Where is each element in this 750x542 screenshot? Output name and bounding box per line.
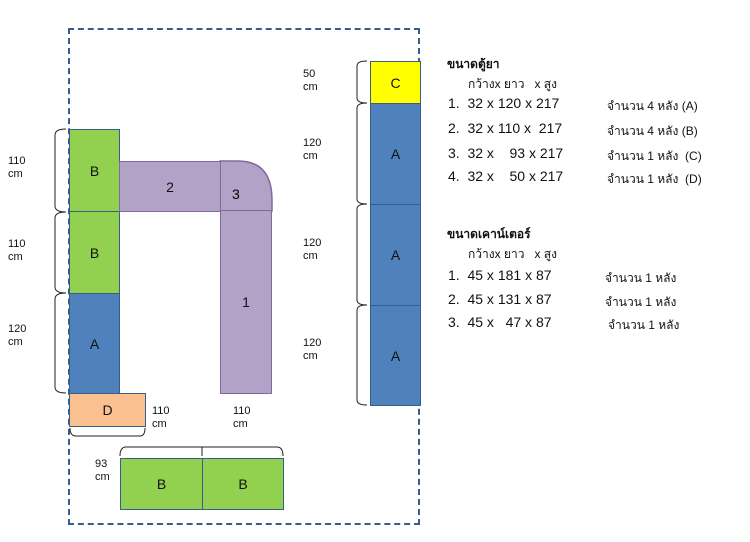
qty: จำนวน 4 หลัง (B) xyxy=(607,124,698,138)
cabinet-b[interactable]: B xyxy=(202,458,284,510)
cabinet-c[interactable]: C xyxy=(370,61,421,104)
counter-1[interactable]: 1 xyxy=(220,210,272,394)
bracket-a-r2 xyxy=(356,203,368,306)
list-item: 3. 32 x 93 x 217 xyxy=(448,145,564,161)
counter-corner xyxy=(219,160,273,212)
cabinet-a[interactable]: A xyxy=(370,204,421,306)
list-item: 2. 45 x 131 x 87 xyxy=(448,291,552,307)
cabinet-b[interactable]: B xyxy=(69,211,120,294)
cabinet-a[interactable]: A xyxy=(69,293,120,394)
cabinet-a[interactable]: A xyxy=(370,305,421,406)
qty: จำนวน 1 หลัง (D) xyxy=(607,172,702,186)
list-item: 2. 32 x 110 x 217 xyxy=(448,120,563,136)
list-item: 4. 32 x 50 x 217 xyxy=(448,168,564,184)
list-item: 1. 32 x 120 x 217 xyxy=(448,95,560,111)
bracket-a-r3 xyxy=(356,304,368,406)
qty: จำนวน 4 หลัง (A) xyxy=(607,99,698,113)
qty: จำนวน 1 หลัง xyxy=(608,318,680,332)
bracket-b2 xyxy=(54,211,67,294)
qty: จำนวน 1 หลัง xyxy=(605,295,677,309)
counter-2[interactable]: 2 xyxy=(119,161,221,212)
bracket-bottom xyxy=(119,446,284,457)
counter-3-label: 3 xyxy=(232,186,240,202)
bracket-b1 xyxy=(54,128,67,213)
bracket-a-r1 xyxy=(356,102,368,205)
cabinet-b[interactable]: B xyxy=(120,458,203,510)
cabinet-b[interactable]: B xyxy=(69,129,120,212)
list-item: 3. 45 x 47 x 87 xyxy=(448,314,552,330)
cabinet-d[interactable]: D xyxy=(69,393,146,427)
cabinet-sizes-header: กว้างx ยาว x สูง xyxy=(468,77,557,91)
counter-sizes-header: กว้างx ยาว x สูง xyxy=(468,247,557,261)
bracket-a xyxy=(54,292,67,394)
qty: จำนวน 1 หลัง (C) xyxy=(607,149,702,163)
bracket-c xyxy=(356,60,368,104)
cabinet-a[interactable]: A xyxy=(370,103,421,205)
counter-sizes-title: ขนาดเคาน์เตอร์ xyxy=(447,227,531,241)
cabinet-sizes-title: ขนาดตู้ยา xyxy=(447,57,500,71)
qty: จำนวน 1 หลัง xyxy=(605,271,677,285)
bracket-d xyxy=(69,427,146,437)
list-item: 1. 45 x 181 x 87 xyxy=(448,267,552,283)
